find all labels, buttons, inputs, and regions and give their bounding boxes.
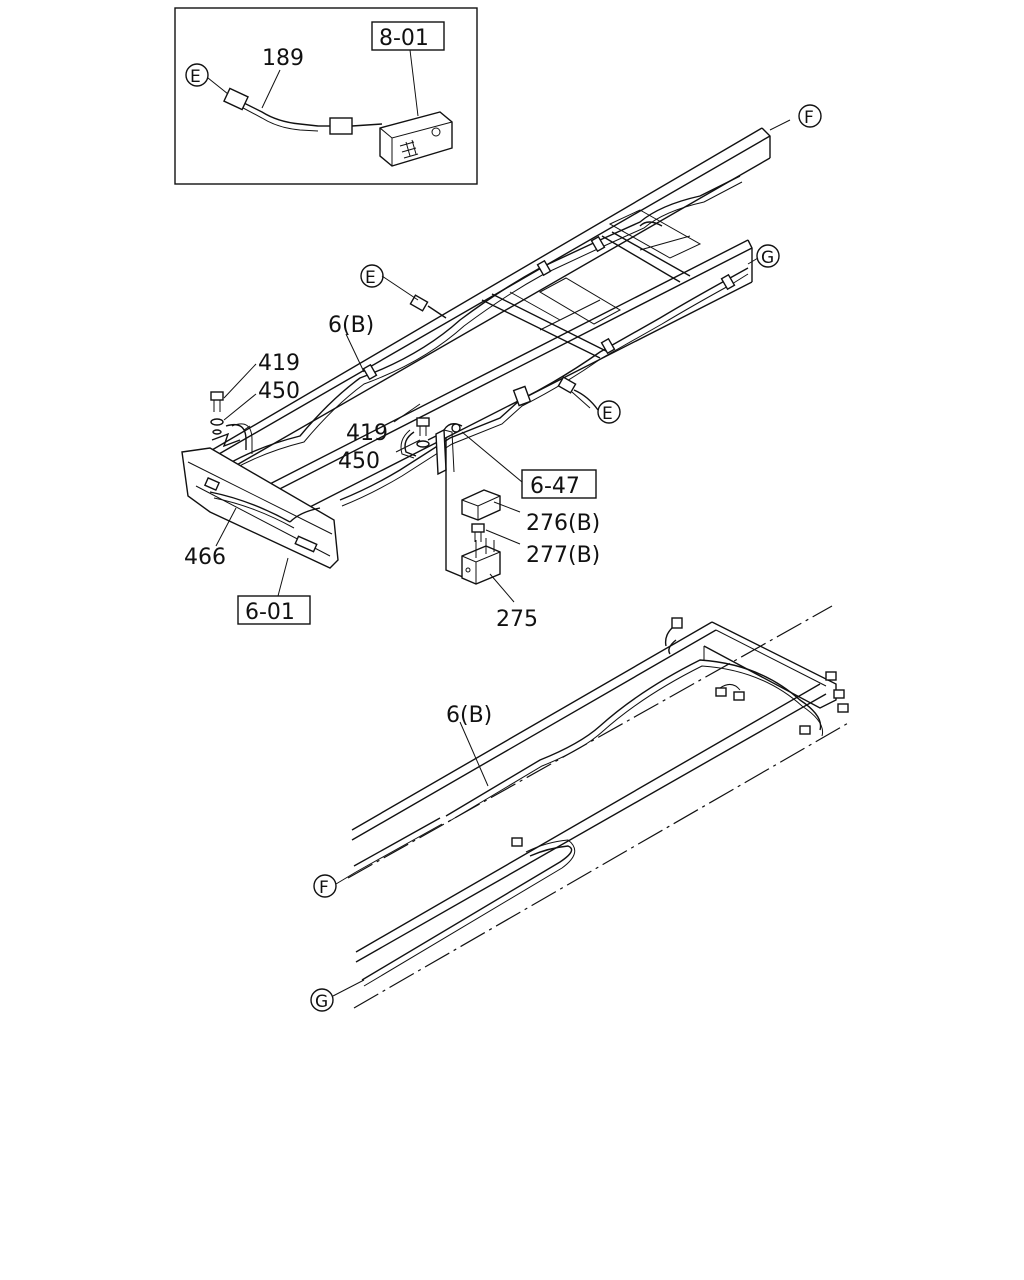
centerline-g [353, 721, 851, 1009]
connector-f-bottom[interactable]: F [313, 874, 337, 898]
front-bumper [181, 447, 339, 569]
label-277b: 277(B) [526, 543, 600, 568]
inset-harness-wire [229, 95, 319, 127]
ref-box-8-01[interactable]: 8-01 [371, 21, 445, 51]
connector-e-frame-left[interactable]: E [360, 264, 384, 288]
inset-frame [174, 7, 478, 185]
chassis-frame [211, 127, 771, 513]
harness-right-rail [339, 267, 749, 507]
svg-text:F: F [319, 878, 329, 898]
centerline-f [347, 605, 833, 879]
lamp-lens-icon [399, 139, 419, 159]
harness-lower-f-lead [353, 817, 441, 867]
label-450-left: 450 [258, 379, 300, 404]
harness-lower-g-lead [361, 845, 573, 981]
svg-text:E: E [190, 67, 201, 87]
connector-f-top[interactable]: F [798, 104, 822, 128]
svg-text:G: G [315, 992, 328, 1012]
svg-text:G: G [761, 248, 774, 268]
washer-450-right [416, 440, 430, 448]
label-275: 275 [496, 607, 538, 632]
inset-connector [329, 117, 353, 135]
ref-6-47-text: 6-47 [530, 474, 580, 499]
ref-8-01-text: 8-01 [379, 26, 429, 51]
svg-text:E: E [365, 268, 376, 288]
side-marker-lamp [379, 111, 453, 167]
svg-text:E: E [602, 404, 613, 424]
ref-box-6-47[interactable]: 6-47 [521, 469, 597, 499]
label-466: 466 [184, 545, 226, 570]
harness-6b-lower [353, 617, 849, 987]
ref-6-01-text: 6-01 [245, 600, 295, 625]
label-6b-bottom: 6(B) [446, 703, 492, 728]
connector-e-inset[interactable]: E [185, 63, 209, 87]
part-276b-cover [461, 489, 501, 521]
label-276b: 276(B) [526, 511, 600, 536]
connector-g-top[interactable]: G [756, 244, 780, 268]
label-6b-top: 6(B) [328, 313, 374, 338]
bolt-419-right [400, 417, 430, 459]
part-275-switch [461, 538, 501, 585]
label-450-right: 450 [338, 449, 380, 474]
svg-text:F: F [804, 108, 814, 128]
bumper-harness-466 [209, 491, 291, 523]
label-189: 189 [262, 46, 304, 71]
leader-lines-upper [215, 119, 791, 603]
label-419-left: 419 [258, 351, 300, 376]
rear-frame [347, 605, 851, 1009]
label-419-right: 419 [346, 421, 388, 446]
inset-detail [174, 7, 478, 185]
connector-e-frame-right[interactable]: E [597, 400, 621, 424]
connector-g-bottom[interactable]: G [310, 988, 334, 1012]
washer-450-left [210, 418, 224, 426]
harness-6b-upper [227, 175, 743, 471]
ref-box-6-01[interactable]: 6-01 [237, 595, 311, 625]
bolt-419-left [210, 391, 253, 454]
bracket-6-47 [427, 423, 471, 581]
inset-grommet [223, 87, 249, 111]
part-277b-screw [471, 523, 485, 542]
